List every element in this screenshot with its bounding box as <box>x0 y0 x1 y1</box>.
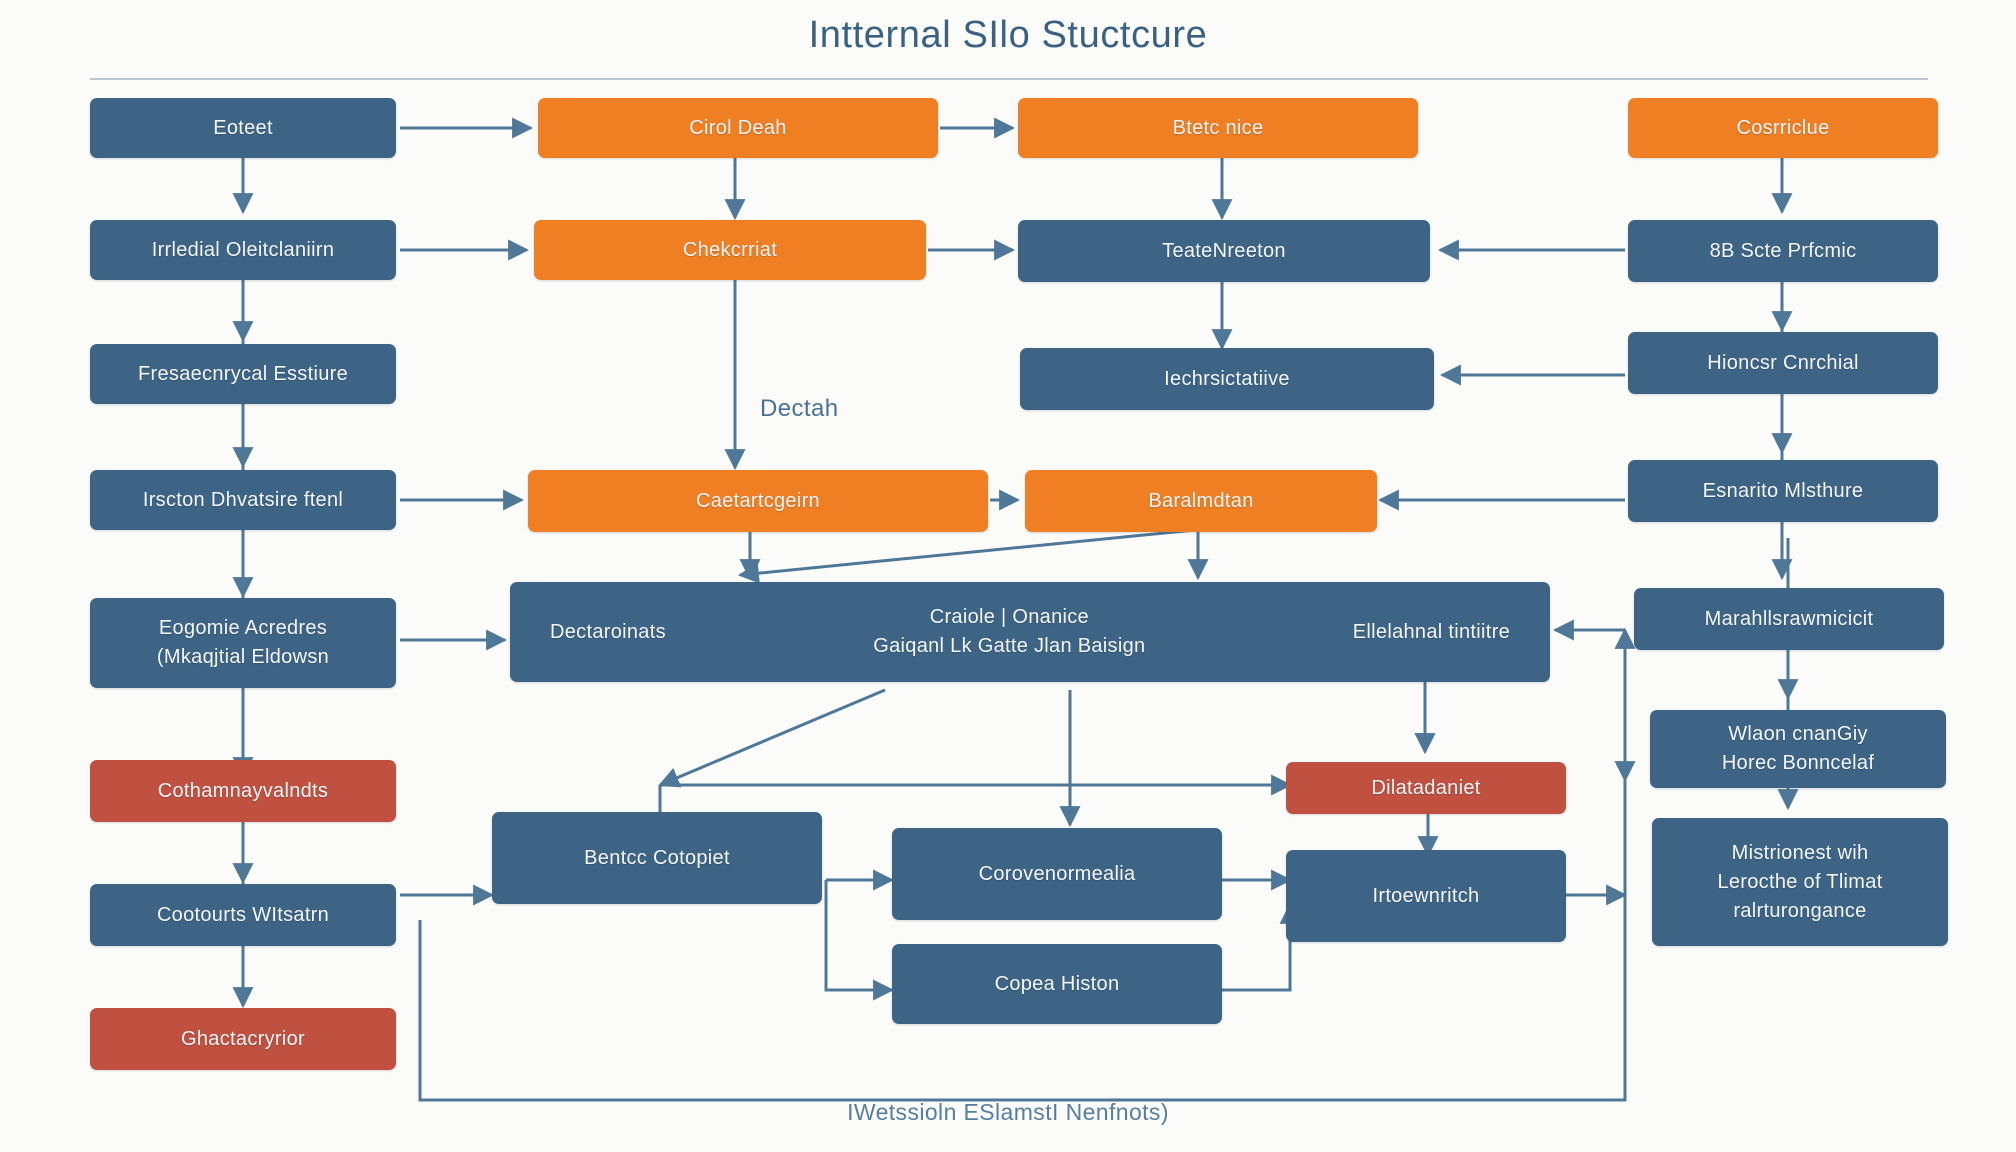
center-wide-left-text: Dectaroinats <box>550 620 666 643</box>
node-right-2[interactable]: 8B Scte Prfcmic <box>1628 220 1938 282</box>
node-col3-1[interactable]: Btetc nice <box>1018 98 1418 158</box>
center-wide-middle-line-2: Gaiqanl Lk Gatte Jlan Baisign <box>873 635 1146 657</box>
node-label: Hioncsr Cnrchial <box>1707 351 1859 374</box>
node-right-6[interactable]: Wlaon cnanGiy Horec Bonncelaf <box>1650 710 1946 788</box>
page-title: Intternal SIlo Stuctcure <box>808 14 1208 56</box>
node-label: Eoteet <box>213 116 273 139</box>
node-label: Caetartcgeirn <box>696 489 820 512</box>
node-col2-3[interactable]: Caetartcgeirn <box>528 470 988 532</box>
node-label: Wlaon cnanGiy <box>1728 723 1868 745</box>
node-label: Chekcrriat <box>682 238 778 261</box>
node-label: Cirol Deah <box>689 116 787 139</box>
node-bottom-1[interactable]: Bentcc Cotopiet <box>492 812 822 904</box>
node-left-5[interactable]: Eogomie Acredres (Mkaqjtial Eldowsn <box>90 598 396 688</box>
node-label-2: Horec Bonncelaf <box>1721 752 1875 774</box>
node-right-5[interactable]: Marahllsrawmicicit <box>1634 588 1944 650</box>
node-label: Baralmdtan <box>1148 489 1254 512</box>
node-label-2: (Mkaqjtial Eldowsn <box>156 646 330 668</box>
node-label: Marahllsrawmicicit <box>1704 607 1874 630</box>
node-label: Cothamnayvalndts <box>157 779 329 802</box>
node-label: 8B Scte Prfcmic <box>1709 239 1857 262</box>
center-wide-middle-line-1: Craiole | Onanice <box>929 606 1089 628</box>
footer-note: IWetssioln ESlamstI Nenfnots) <box>847 1099 1169 1125</box>
node-label: Bentcc Cotopiet <box>584 846 730 869</box>
node-right-4[interactable]: Esnarito Mlsthure <box>1628 460 1938 522</box>
dectah-label: Dectah <box>760 395 839 422</box>
node-label: Irtoewnritch <box>1372 884 1480 907</box>
node-col3-2[interactable]: TeateNreeton <box>1018 220 1430 282</box>
node-label: Dilatadaniet <box>1371 776 1481 799</box>
node-label-2: Lerocthe of Tlimat <box>1717 870 1883 893</box>
node-col3-3[interactable]: Iechrsictatiive <box>1020 348 1434 410</box>
node-label: Eogomie Acredres <box>158 617 328 639</box>
node-label: Iechrsictatiive <box>1164 367 1290 390</box>
node-left-3[interactable]: Fresaecnrycal Esstiure <box>90 344 396 404</box>
node-bottom-4[interactable]: Dilatadaniet <box>1286 762 1566 814</box>
node-col3-4[interactable]: Baralmdtan <box>1025 470 1377 532</box>
node-left-6[interactable]: Cothamnayvalndts <box>90 760 396 822</box>
node-left-2[interactable]: Irrledial Oleitclaniirn <box>90 220 396 280</box>
node-left-7[interactable]: Cootourts WItsatrn <box>90 884 396 946</box>
node-col2-1[interactable]: Cirol Deah <box>538 98 938 158</box>
node-label: Copea Histon <box>994 972 1120 995</box>
node-bottom-5[interactable]: Irtoewnritch <box>1286 850 1566 942</box>
node-label: Cootourts WItsatrn <box>156 903 330 926</box>
node-label: Cosrriclue <box>1736 116 1830 139</box>
node-label: Fresaecnrycal Esstiure <box>138 362 348 385</box>
node-label: Irrledial Oleitclaniirn <box>151 238 335 261</box>
node-right-3[interactable]: Hioncsr Cnrchial <box>1628 332 1938 394</box>
node-label-3: ralrturongance <box>1733 899 1867 922</box>
node-col2-2[interactable]: Chekcrriat <box>534 220 926 280</box>
center-wide-right-text: Ellelahnal tintiitre <box>1352 620 1510 643</box>
node-bottom-2[interactable]: Corovenormealia <box>892 828 1222 920</box>
node-label: TeateNreeton <box>1162 239 1286 262</box>
node-right-7[interactable]: Mistrionest wih Lerocthe of Tlimat ralrt… <box>1652 818 1948 946</box>
title-divider-rule <box>90 78 1928 80</box>
node-bottom-3[interactable]: Copea Histon <box>892 944 1222 1024</box>
node-label: Esnarito Mlsthure <box>1702 479 1864 502</box>
node-right-1[interactable]: Cosrriclue <box>1628 98 1938 158</box>
node-center-wide[interactable]: Dectaroinats Craiole | Onanice Gaiqanl L… <box>510 582 1550 682</box>
node-label: Corovenormealia <box>978 862 1136 885</box>
node-left-4[interactable]: Irscton Dhvatsire ftenl <box>90 470 396 530</box>
node-left-1[interactable]: Eoteet <box>90 98 396 158</box>
node-label: Ghactacryrior <box>181 1027 305 1050</box>
node-left-8[interactable]: Ghactacryrior <box>90 1008 396 1070</box>
node-label: Btetc nice <box>1172 116 1264 139</box>
node-label: Mistrionest wih <box>1731 841 1869 864</box>
node-label: Irscton Dhvatsire ftenl <box>142 488 344 511</box>
center-wide-middle-text: Craiole | Onanice Gaiqanl Lk Gatte Jlan … <box>873 603 1145 661</box>
